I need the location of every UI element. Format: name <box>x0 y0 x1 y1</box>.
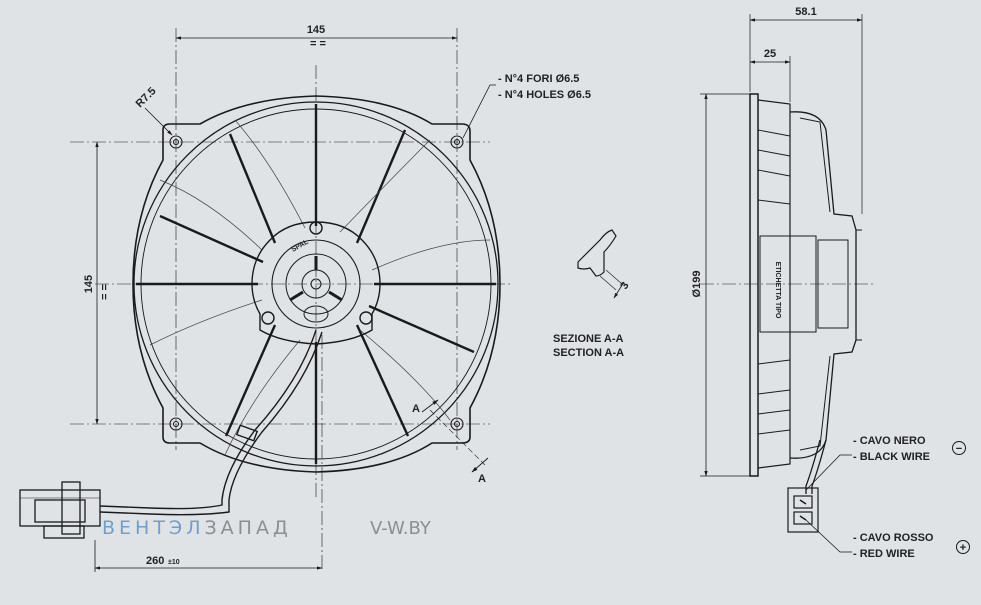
note-black-wire-en: - BLACK WIRE <box>853 451 930 463</box>
side-cooling-fins <box>757 129 791 435</box>
fan-blades <box>149 119 491 456</box>
side-connector <box>787 487 819 533</box>
front-view: SPAL <box>19 28 512 572</box>
dim-section-thickness: 3 <box>618 280 631 291</box>
note-holes-it: - N°4 FORI Ø6.5 <box>498 73 579 85</box>
side-frame-plate <box>749 93 759 477</box>
watermark-site: V-W.BY <box>370 518 432 539</box>
dim-cable-tolerance: ±10 <box>168 559 180 566</box>
section-title-en: SECTION A-A <box>553 347 624 359</box>
label-plate-box <box>759 235 817 333</box>
cable <box>99 329 323 516</box>
note-red-wire-it: - CAVO ROSSO <box>853 532 934 544</box>
note-black-wire-it: - CAVO NERO <box>853 435 926 447</box>
red-wire-leader <box>805 519 852 553</box>
plus-symbol-circle <box>956 540 970 554</box>
holes-leader <box>462 84 496 139</box>
dim-diameter: Ø199 <box>691 271 703 298</box>
dim-side-partial: 25 <box>764 48 776 60</box>
dim-cable-260 <box>94 335 323 572</box>
side-view <box>700 14 970 554</box>
dim-side-total: 58.1 <box>795 6 816 18</box>
mounting-holes <box>169 135 464 431</box>
radius-leader <box>144 107 173 136</box>
frame-spokes <box>136 104 496 464</box>
dim-front-height: 145 <box>83 275 95 293</box>
section-arrow-upper <box>421 399 439 413</box>
label-plate-text: ETICHETTA TIPO <box>774 262 781 319</box>
section-mark-upper: A <box>412 403 420 415</box>
motor-hub <box>251 221 381 345</box>
section-arrow-lower <box>471 457 489 473</box>
watermark-part2: ЗАПАД <box>205 517 292 539</box>
cable-connector <box>19 481 101 539</box>
note-red-wire-en: - RED WIRE <box>853 548 915 560</box>
minus-symbol: − <box>956 443 962 455</box>
section-mark-lower: A <box>478 473 486 485</box>
frame-ring-outer <box>133 101 499 467</box>
side-motor-housing <box>789 111 857 459</box>
side-cable <box>805 439 827 494</box>
plus-symbol: + <box>960 542 966 554</box>
black-wire-leader <box>805 454 852 491</box>
minus-symbol-circle <box>952 441 966 455</box>
section-title-it: SEZIONE A-A <box>553 333 624 345</box>
note-holes-en: - N°4 HOLES Ø6.5 <box>498 89 591 101</box>
watermark-part1: ВЕНТЭЛ <box>102 517 205 539</box>
section-a-a-detail <box>577 229 625 299</box>
dim-front-width: 145 <box>307 24 325 36</box>
dim-corner-radius: R7.5 <box>134 85 159 110</box>
dim-cable-length: 260 <box>146 555 164 567</box>
symmetry-mark-top: = = <box>310 38 326 50</box>
symmetry-mark-left: = = <box>99 284 111 300</box>
watermark-brand: ВЕНТЭЛЗАПАД <box>102 517 292 539</box>
fan-frame <box>132 95 501 473</box>
